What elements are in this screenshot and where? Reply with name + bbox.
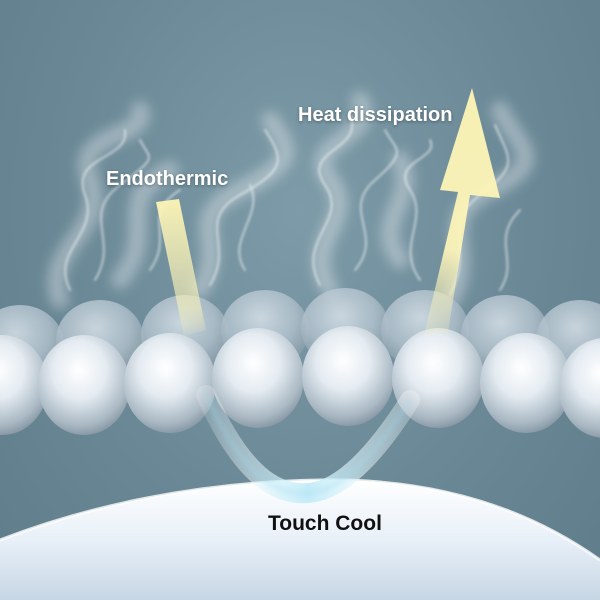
fiber-front-row — [0, 326, 600, 438]
endothermic-arrow — [156, 199, 206, 336]
touch-cool-label: Touch Cool — [268, 512, 382, 535]
endothermic-label: Endothermic — [106, 168, 229, 190]
heat-dissipation-label: Heat dissipation — [298, 104, 453, 126]
heat-dissipation-arrow — [424, 88, 500, 335]
touch-cool-arrow — [196, 385, 420, 504]
steam-vapor — [47, 91, 535, 309]
fabric-surface — [0, 478, 600, 600]
